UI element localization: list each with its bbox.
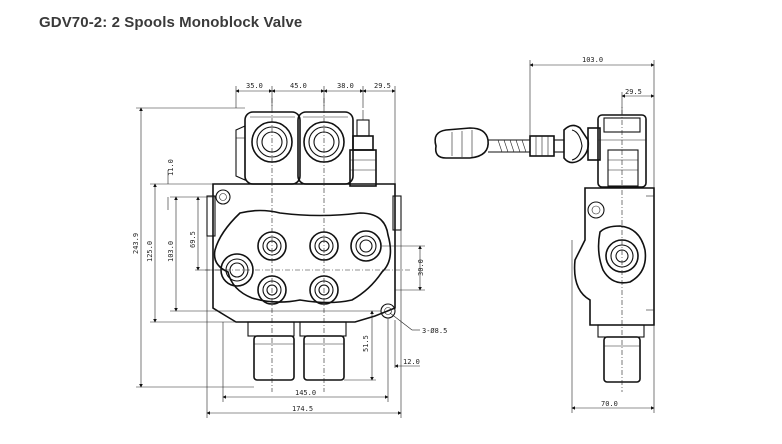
- dim-height-b: 125.0: [146, 241, 154, 262]
- dim-height-e: 11.0: [167, 159, 175, 176]
- valve-body: [206, 183, 402, 323]
- dim-holes: 3-Ø8.5: [422, 327, 447, 335]
- dim-top-a: 35.0: [246, 82, 263, 90]
- dim-height-c: 103.0: [167, 241, 175, 262]
- dim-bottom-b: 174.5: [292, 405, 313, 413]
- front-top-dimensions: 35.0 45.0 38.0 29.5: [235, 82, 396, 184]
- page-title: GDV70-2: 2 Spools Monoblock Valve: [39, 14, 303, 31]
- lever-bracket: [563, 124, 601, 164]
- front-view: 35.0 45.0 38.0 29.5 243.9 125.0 103.0 69…: [132, 82, 447, 418]
- dim-height-d: 69.5: [189, 231, 197, 248]
- dim-top-c: 38.0: [337, 82, 354, 90]
- dim-right-offset: 12.0: [403, 358, 420, 366]
- spool-housings: [235, 111, 354, 185]
- side-body: [573, 187, 655, 326]
- side-dim-top-a: 103.0: [582, 56, 603, 64]
- bottom-caps: [247, 321, 347, 381]
- side-dimensions: 103.0 29.5 70.0: [529, 56, 655, 413]
- side-dim-bottom: 70.0: [601, 400, 618, 408]
- relief-valve: [349, 110, 377, 187]
- dim-top-d: 29.5: [374, 82, 391, 90]
- dim-port-offset: 30.0: [417, 259, 425, 276]
- dim-top-b: 45.0: [290, 82, 307, 90]
- side-view: 103.0 29.5 70.0: [434, 56, 655, 413]
- dim-overall-height: 243.9: [132, 233, 140, 254]
- dim-bottom-a: 145.0: [295, 389, 316, 397]
- lever-handle: [434, 127, 565, 159]
- front-bottom-dimensions: 145.0 174.5: [206, 230, 402, 418]
- side-dim-top-b: 29.5: [625, 88, 642, 96]
- ports: [220, 230, 396, 319]
- side-bottom-cap: [597, 324, 645, 383]
- dim-lower: 51.5: [362, 335, 370, 352]
- front-left-dimensions: 243.9 125.0 103.0 69.5 11.0: [132, 107, 381, 388]
